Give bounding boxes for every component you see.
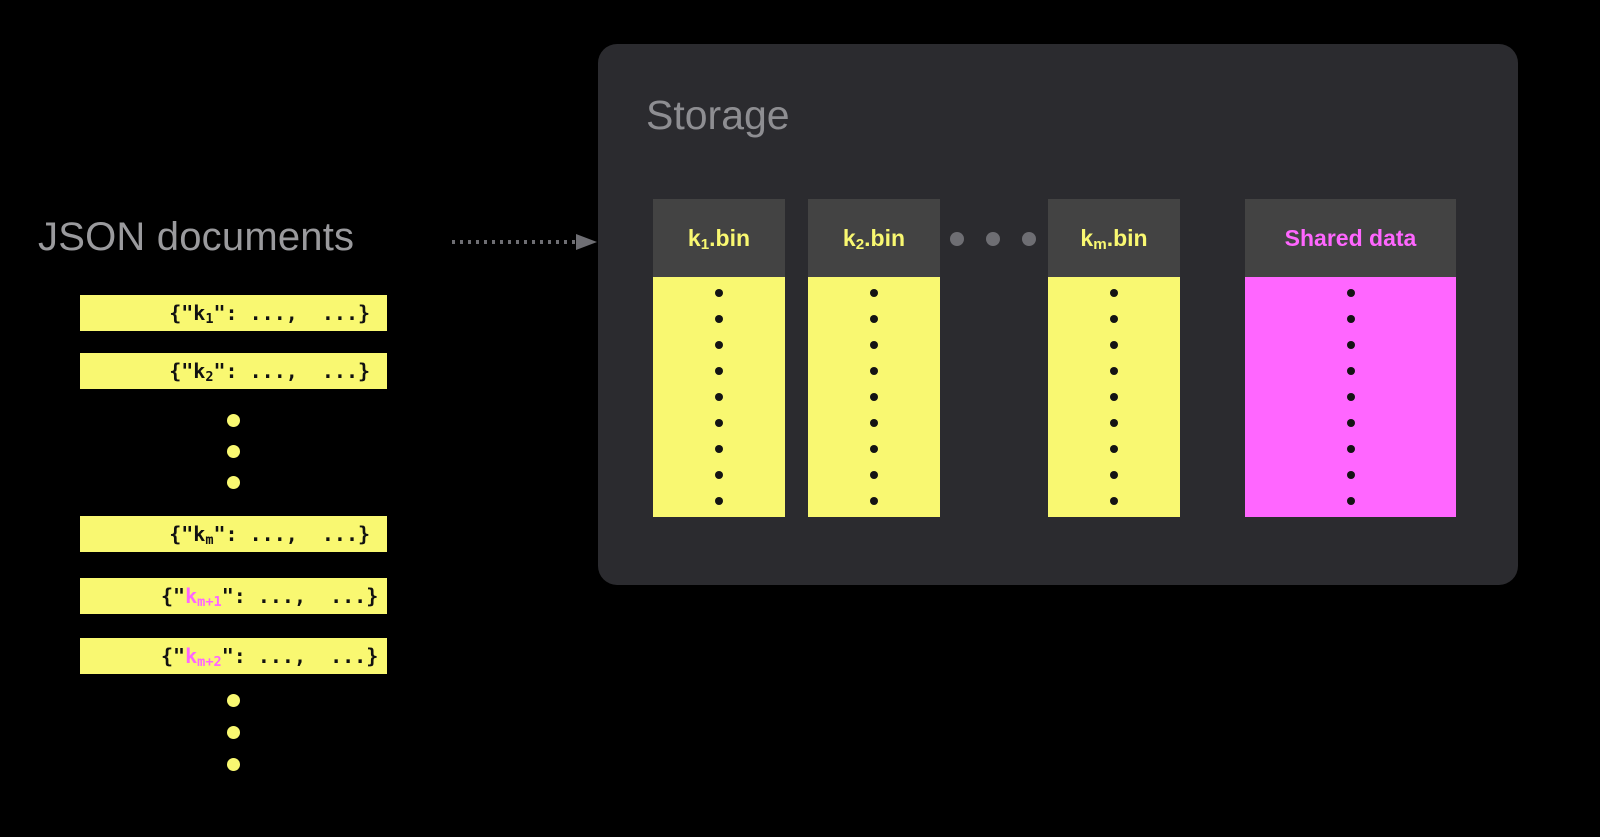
json-document-box-k1: {"k1": ..., ...} — [80, 295, 387, 331]
record-dot — [870, 445, 878, 453]
record-dot — [1110, 471, 1118, 479]
record-dot — [1110, 341, 1118, 349]
storage-bin-label-km: km.bin — [1080, 224, 1148, 254]
doc-key-km1: km+1 — [185, 583, 222, 611]
doc-prefix-k2: {" — [169, 358, 194, 383]
record-dot — [715, 497, 723, 505]
json-document-text-km: {"km": ..., ...} — [97, 504, 370, 565]
doc-key-km2: km+2 — [185, 643, 222, 671]
vertical-ellipsis-upper — [80, 414, 387, 489]
storage-bin-label-shared-data: Shared data — [1284, 224, 1417, 251]
record-dot — [715, 367, 723, 375]
record-dot — [1346, 393, 1355, 401]
json-document-text-k1: {"k1": ..., ...} — [97, 283, 370, 344]
ellipsis-dot — [227, 445, 240, 458]
json-documents-heading: JSON documents — [38, 215, 355, 259]
storage-bin-body-shared-data — [1245, 277, 1456, 517]
ellipsis-dot — [227, 476, 240, 489]
ellipsis-dot — [986, 232, 1000, 246]
storage-bin-k1[interactable]: k1.bin — [653, 199, 785, 517]
doc-prefix-km1: {" — [161, 583, 186, 608]
storage-bin-header-k2: k2.bin — [808, 199, 940, 277]
storage-bin-body-km — [1048, 277, 1180, 517]
record-dot — [715, 341, 723, 349]
doc-key-k2: k2 — [193, 358, 214, 386]
record-dot — [870, 315, 878, 323]
storage-bin-shared-data[interactable]: Shared data — [1245, 199, 1456, 517]
record-dot — [1110, 315, 1118, 323]
storage-bin-body-k2 — [808, 277, 940, 517]
json-documents-section: JSON documents {"k1": ..., ...} {"k2": .… — [0, 0, 600, 837]
record-dot — [1110, 419, 1118, 427]
json-document-box-km1: {"km+1": ..., ...} — [80, 578, 387, 614]
record-dot — [715, 289, 723, 297]
doc-suffix-k1: ": ..., ...} — [213, 300, 371, 325]
ellipsis-dot — [227, 726, 240, 739]
record-dot — [715, 445, 723, 453]
doc-suffix-km2: ": ..., ...} — [221, 643, 379, 668]
record-dot — [715, 471, 723, 479]
record-dot — [1110, 445, 1118, 453]
record-dot — [1346, 445, 1355, 453]
record-dot — [715, 419, 723, 427]
record-dot — [870, 497, 878, 505]
doc-suffix-km: ": ..., ...} — [213, 521, 371, 546]
record-dot — [1346, 497, 1355, 505]
record-dot — [870, 471, 878, 479]
dotted-arrow-icon — [452, 234, 597, 250]
record-dot — [870, 289, 878, 297]
storage-bin-header-shared-data: Shared data — [1245, 199, 1456, 277]
record-dot — [1110, 497, 1118, 505]
doc-prefix-k1: {" — [169, 300, 194, 325]
ellipsis-dot — [227, 758, 240, 771]
ellipsis-dot — [227, 694, 240, 707]
storage-bin-k2[interactable]: k2.bin — [808, 199, 940, 517]
json-document-text-km1: {"km+1": ..., ...} — [89, 566, 379, 627]
record-dot — [1110, 367, 1118, 375]
json-document-text-km2: {"km+2": ..., ...} — [89, 626, 379, 687]
storage-bin-body-k1 — [653, 277, 785, 517]
record-dot — [870, 367, 878, 375]
doc-prefix-km2: {" — [161, 643, 186, 668]
record-dot — [715, 315, 723, 323]
record-dot — [715, 393, 723, 401]
record-dot — [1346, 289, 1355, 297]
doc-prefix-km: {" — [169, 521, 194, 546]
json-document-text-k2: {"k2": ..., ...} — [97, 341, 370, 402]
ellipsis-dot — [950, 232, 964, 246]
record-dot — [1346, 367, 1355, 375]
record-dot — [1346, 341, 1355, 349]
doc-key-k1: k1 — [193, 300, 214, 328]
record-dot — [870, 419, 878, 427]
record-dot — [870, 341, 878, 349]
storage-bins-ellipsis — [950, 230, 1036, 248]
ellipsis-dot — [227, 414, 240, 427]
vertical-ellipsis-lower — [80, 694, 387, 771]
ellipsis-dot — [1022, 232, 1036, 246]
storage-title: Storage — [646, 92, 790, 138]
doc-suffix-km1: ": ..., ...} — [221, 583, 379, 608]
record-dot — [1346, 471, 1355, 479]
storage-bin-header-k1: k1.bin — [653, 199, 785, 277]
record-dot — [1346, 315, 1355, 323]
json-document-box-km: {"km": ..., ...} — [80, 516, 387, 552]
storage-panel: Storage k1.bin k2.bin — [598, 44, 1518, 585]
storage-bin-label-k2: k2.bin — [842, 224, 906, 254]
json-document-box-km2: {"km+2": ..., ...} — [80, 638, 387, 674]
record-dot — [1110, 393, 1118, 401]
doc-key-km: km — [193, 521, 214, 549]
storage-bin-header-km: km.bin — [1048, 199, 1180, 277]
doc-suffix-k2: ": ..., ...} — [213, 358, 371, 383]
record-dot — [870, 393, 878, 401]
storage-bin-label-k1: k1.bin — [687, 224, 751, 254]
json-document-box-k2: {"k2": ..., ...} — [80, 353, 387, 389]
record-dot — [1346, 419, 1355, 427]
storage-bin-km[interactable]: km.bin — [1048, 199, 1180, 517]
record-dot — [1110, 289, 1118, 297]
